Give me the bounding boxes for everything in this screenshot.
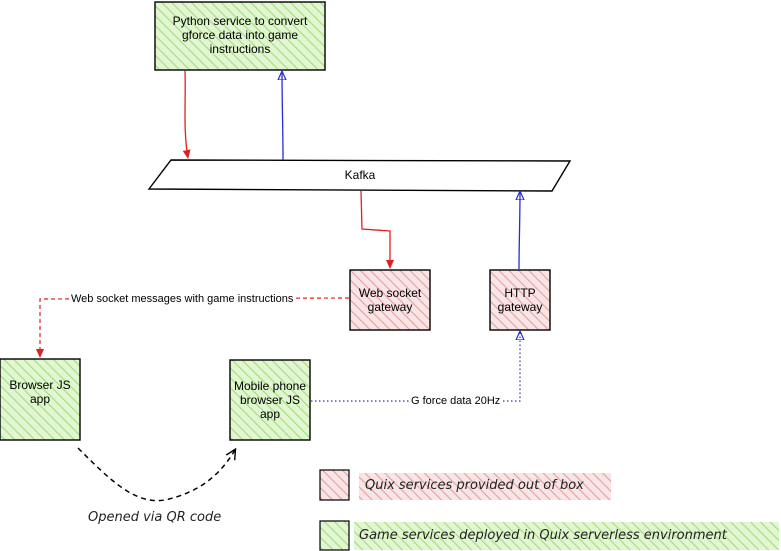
- python-service-label: Python service to convert gforce data in…: [172, 14, 308, 56]
- ws-gateway-box[interactable]: [349, 269, 431, 331]
- legend-quix-label-bg: [359, 473, 611, 500]
- legend-quix-text: Quix services provided out of box: [365, 478, 584, 493]
- legend-quix-swatch: [319, 469, 350, 501]
- browser-app-label: Browser JS app: [9, 378, 71, 406]
- arrow-mobile-to-http: [311, 332, 520, 402]
- arrow-qr-curve: [77, 447, 235, 502]
- http-gateway-box[interactable]: [489, 269, 551, 331]
- ws-messages-label: Web socket messages with game instructio…: [70, 293, 295, 306]
- kafka-label: Kafka: [344, 168, 376, 182]
- legend-game-swatch: [319, 520, 350, 551]
- arrow-ws-to-browser: [36, 297, 350, 358]
- http-gateway-label: HTTP gateway: [497, 286, 543, 314]
- ws-gateway-label: Web socket gateway: [358, 286, 422, 314]
- gforce-label: G force data 20Hz: [410, 395, 502, 408]
- legend-game-text: Game services deployed in Quix serverles…: [359, 528, 727, 543]
- kafka-node[interactable]: [147, 159, 572, 192]
- browser-app-box[interactable]: [0, 358, 81, 441]
- python-service-box[interactable]: [154, 1, 326, 71]
- mobile-app-box[interactable]: [229, 359, 311, 441]
- arrow-http-gateway-to-kafka: [519, 192, 520, 270]
- qr-label: Opened via QR code: [88, 510, 222, 525]
- arrow-kafka-to-ws-gateway: [360, 190, 394, 269]
- arrow-kafka-to-python: [282, 72, 283, 161]
- mobile-app-label: Mobile phone browser JS app: [233, 379, 307, 421]
- arrow-python-to-kafka: [182, 70, 191, 159]
- legend-game-label-bg: [354, 522, 779, 550]
